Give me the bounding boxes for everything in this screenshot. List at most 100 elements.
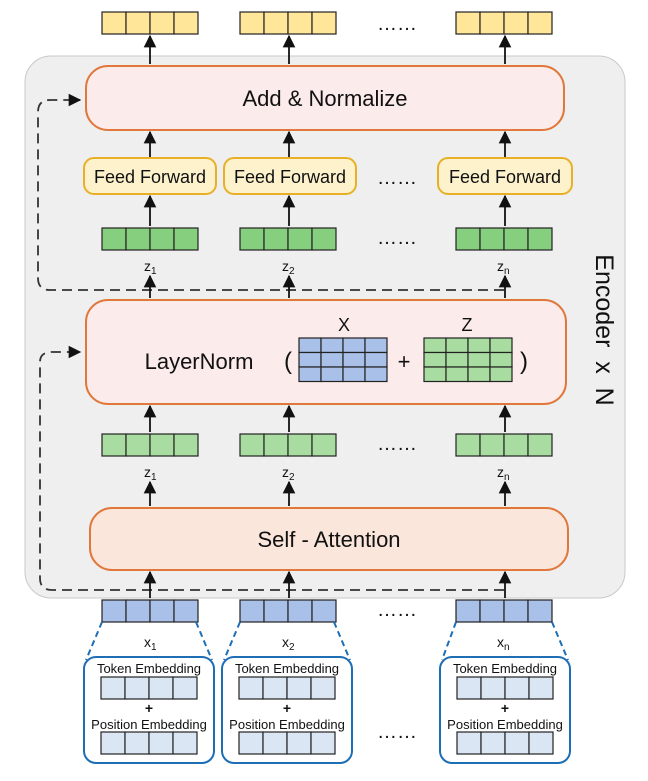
token-embedding-vector-n-cell [528, 676, 554, 700]
input-vector-2-cell [311, 599, 337, 623]
z-upper-vector-1-cell [173, 227, 199, 251]
z-upper-vector-1-cell [149, 227, 175, 251]
ellipsis-input: …… [377, 599, 417, 621]
flow-arrows [143, 34, 512, 598]
z-lower-vector-1-cell [149, 433, 175, 457]
layernorm-label: LayerNorm [145, 349, 254, 374]
x-matrix [298, 337, 388, 383]
ellipsis-feed-forward: …… [377, 167, 417, 189]
input-vector-n-cell [527, 599, 553, 623]
position-embedding-vector-1-cell [100, 731, 126, 755]
z-matrix-cell [445, 366, 469, 383]
output-vector-n-cell [527, 11, 553, 35]
z-label-lower-2: z2 [282, 464, 295, 483]
z-vectors-lower [101, 433, 553, 457]
position-embedding-vector-n-cell [528, 731, 554, 755]
embedding-vectors [100, 676, 554, 755]
z-lower-vector-n-cell [527, 433, 553, 457]
z-matrix-cell [423, 337, 447, 354]
x-label-1: x1 [144, 634, 157, 653]
x-label-n: xn [497, 634, 510, 653]
z-matrix-cell [445, 337, 469, 354]
self-attention-label: Self - Attention [257, 527, 400, 552]
z-lower-vector-2-cell [287, 433, 313, 457]
position-embedding-vector-2-cell [310, 731, 336, 755]
output-vector-2-cell [263, 11, 289, 35]
token-embedding-vector-n-cell [480, 676, 506, 700]
output-vector-1-cell [101, 11, 127, 35]
embedding-plus-2: + [283, 700, 291, 716]
x-matrix-cell [298, 351, 322, 368]
input-vector-1-cell [149, 599, 175, 623]
z-lower-vector-2-cell [311, 433, 337, 457]
layernorm-z-label: Z [462, 315, 473, 335]
z-vectors-upper [101, 227, 553, 251]
layernorm-open-paren: ( [284, 348, 292, 375]
output-vector-2-cell [239, 11, 265, 35]
layernorm-close-paren: ) [520, 348, 528, 375]
x-matrix-cell [342, 337, 366, 354]
x-matrix-cell [320, 337, 344, 354]
position-embedding-vector-2-cell [262, 731, 288, 755]
output-vector-2-cell [287, 11, 313, 35]
ellipsis-z-lower: …… [377, 433, 417, 455]
z-upper-vector-2-cell [287, 227, 313, 251]
token-embedding-vector-1-cell [124, 676, 150, 700]
z-matrix-cell [467, 351, 491, 368]
x-matrix-cell [342, 351, 366, 368]
token-embedding-vector-2-cell [286, 676, 312, 700]
output-vector-n-cell [503, 11, 529, 35]
position-embedding-vector-n-cell [504, 731, 530, 755]
position-embedding-vector-1-cell [172, 731, 198, 755]
ellipsis-embedding: …… [377, 721, 417, 743]
input-vector-n-cell [503, 599, 529, 623]
position-embedding-vector-1-cell [148, 731, 174, 755]
residual-connections [37, 93, 504, 591]
embedding-plus-n: + [501, 700, 509, 716]
position-embedding-vector-2-cell [286, 731, 312, 755]
layernorm-plus: + [398, 349, 411, 374]
z-matrix-cell [489, 366, 513, 383]
x-label-2: x2 [282, 634, 295, 653]
z-lower-vector-n-cell [479, 433, 505, 457]
position-embedding-label-2: Position Embedding [229, 717, 345, 732]
z-matrix-cell [467, 337, 491, 354]
token-embedding-vector-n-cell [504, 676, 530, 700]
token-embedding-vector-2-cell [262, 676, 288, 700]
z-upper-vector-2-cell [263, 227, 289, 251]
input-vector-n-cell [479, 599, 505, 623]
token-embedding-vector-2-cell [310, 676, 336, 700]
z-lower-vector-n-cell [503, 433, 529, 457]
add-normalize-block [85, 65, 565, 131]
output-vector-n-cell [455, 11, 481, 35]
feed-forward-label-n: Feed Forward [449, 167, 561, 187]
x-matrix-cell [298, 337, 322, 354]
layernorm-x-label: X [338, 315, 350, 335]
ellipsis-z-upper: …… [377, 227, 417, 249]
output-vector-1-cell [173, 11, 199, 35]
z-matrix-cell [445, 351, 469, 368]
token-embedding-label-n: Token Embedding [453, 661, 557, 676]
add-normalize-label: Add & Normalize [242, 86, 407, 111]
input-vector-1-cell [125, 599, 151, 623]
z-upper-vector-1-cell [101, 227, 127, 251]
token-embedding-vector-n-cell [456, 676, 482, 700]
feed-forward-2: Feed Forward [223, 157, 357, 195]
z-lower-vector-1-cell [125, 433, 151, 457]
input-vector-1-cell [173, 599, 199, 623]
x-matrix-cell [342, 366, 366, 383]
z-label-upper-1: z1 [144, 258, 157, 277]
z-label-lower-1: z1 [144, 464, 157, 483]
z-matrix-cell [467, 366, 491, 383]
z-label-upper-2: z2 [282, 258, 295, 277]
output-vectors [101, 11, 553, 35]
x-matrix-cell [364, 351, 388, 368]
z-lower-vector-n-cell [455, 433, 481, 457]
token-embedding-vector-1-cell [172, 676, 198, 700]
position-embedding-vector-n-cell [456, 731, 482, 755]
output-vector-2-cell [311, 11, 337, 35]
token-embedding-label-1: Token Embedding [97, 661, 201, 676]
z-lower-vector-2-cell [263, 433, 289, 457]
z-label-upper-n: zn [497, 258, 510, 277]
z-matrix-cell [489, 351, 513, 368]
